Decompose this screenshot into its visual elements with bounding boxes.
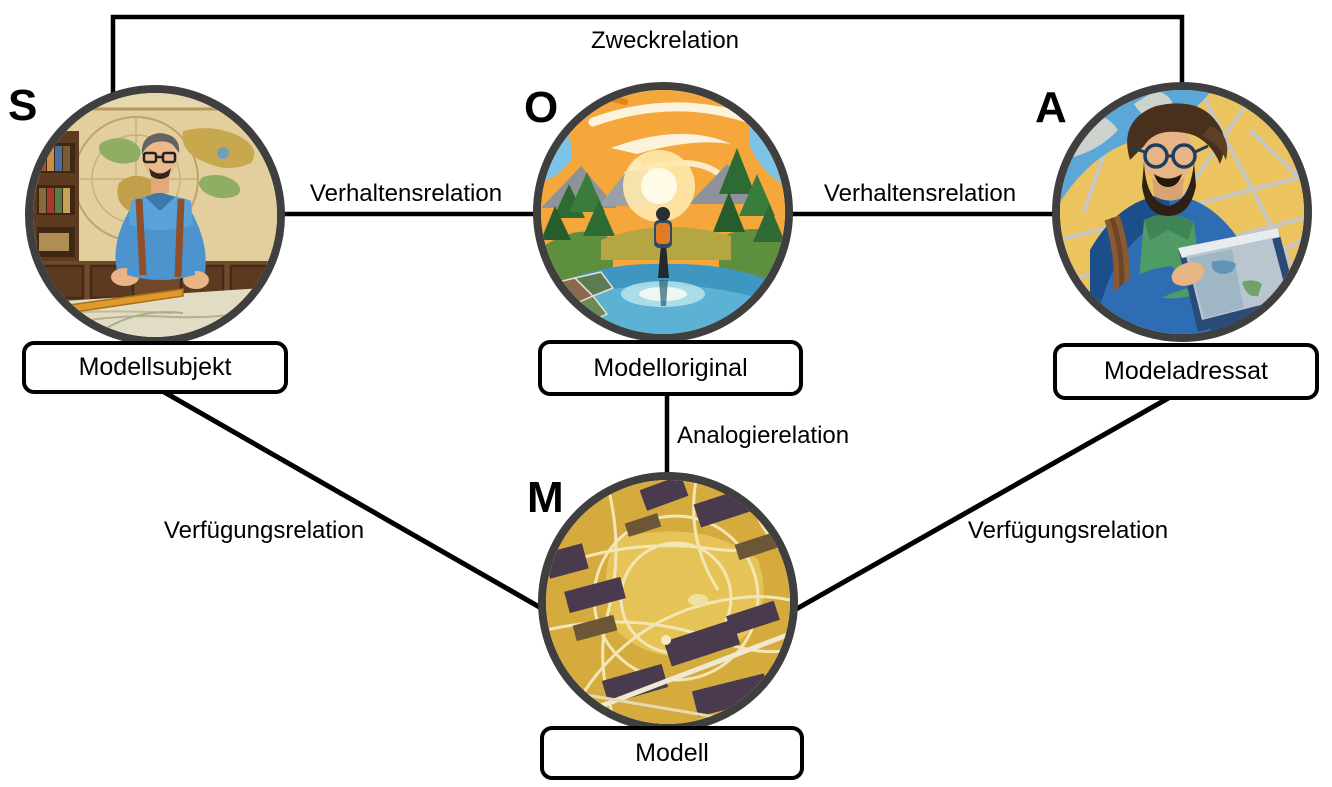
node-letter-a: A bbox=[1035, 83, 1067, 132]
node-letter-s: S bbox=[8, 81, 38, 130]
label-box-modell: Modell bbox=[540, 726, 804, 780]
relation-label-verhaltensrelation-s-o: Verhaltensrelation bbox=[309, 180, 503, 207]
relation-label-verfuegungsrelation-a-m: Verfügungsrelation bbox=[967, 517, 1169, 544]
zweckrelation-line bbox=[110, 14, 1185, 96]
label-modelloriginal: Modelloriginal bbox=[593, 353, 748, 382]
node-circle-modellsubjekt bbox=[25, 85, 285, 345]
label-modeladressat: Modeladressat bbox=[1104, 357, 1268, 385]
node-letter-m: M bbox=[527, 473, 564, 522]
node-circle-modell bbox=[538, 472, 798, 732]
node-letter-o: O bbox=[524, 83, 559, 132]
modelloriginal-image bbox=[541, 90, 785, 334]
relation-label-analogierelation: Analogierelation bbox=[677, 422, 850, 449]
relation-label-verhaltensrelation-o-a: Verhaltensrelation bbox=[823, 180, 1017, 207]
verfuegungsrelation-line-s-m bbox=[148, 381, 564, 623]
label-box-modellsubjekt: Modellsubjekt bbox=[22, 341, 288, 394]
label-box-modelloriginal: Modelloriginal bbox=[538, 340, 803, 396]
node-circle-modelloriginal bbox=[533, 82, 793, 342]
node-circle-modeladressat bbox=[1052, 82, 1312, 342]
relation-label-verfuegungsrelation-s-m: Verfügungsrelation bbox=[163, 517, 365, 544]
label-modell: Modell bbox=[635, 738, 709, 767]
label-modellsubjekt: Modellsubjekt bbox=[78, 353, 232, 381]
relation-label-zweckrelation: Zweckrelation bbox=[590, 27, 740, 54]
modellsubjekt-image bbox=[33, 93, 277, 337]
modell-image bbox=[546, 480, 790, 724]
modeladressat-image bbox=[1060, 90, 1304, 334]
label-box-modeladressat: Modeladressat bbox=[1053, 343, 1319, 400]
verfuegungsrelation-line-a-m bbox=[782, 388, 1183, 619]
